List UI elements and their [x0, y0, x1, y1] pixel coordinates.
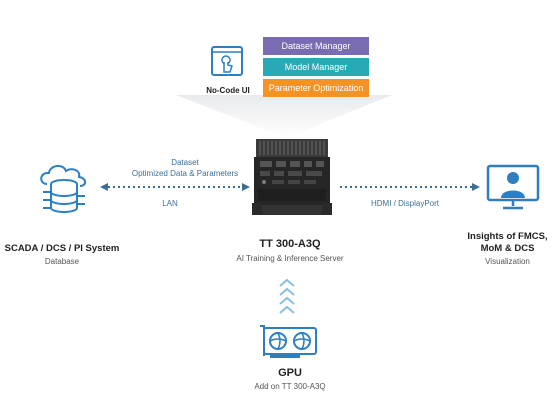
database-cloud-icon [35, 162, 91, 216]
server-device-image [252, 137, 332, 221]
gpu-subtitle: Add on TT 300-A3Q [254, 382, 326, 391]
gpu-title: GPU [278, 367, 302, 379]
target-title-line1: Insights of FMCS, [467, 231, 548, 242]
server-title: TT 300-A3Q [259, 238, 321, 250]
left-link-label-top1: Dataset [171, 158, 199, 167]
model-manager-box: Model Manager [263, 58, 369, 76]
touch-screen-icon [210, 45, 244, 79]
left-link-label-top2: Optimized Data & Parameters [131, 169, 239, 178]
right-link-label: HDMI / DisplayPort [370, 199, 439, 208]
monitor-user-icon [486, 164, 540, 212]
source-title: SCADA / DCS / PI System [4, 243, 120, 254]
source-subtitle: Database [44, 257, 80, 266]
dataset-manager-box: Dataset Manager [263, 37, 369, 55]
gpu-card-icon [258, 322, 320, 362]
parameter-optimization-box: Parameter Optimization [263, 79, 369, 97]
chevron-up-icons [279, 278, 295, 314]
left-link-label-bottom: LAN [162, 199, 178, 208]
server-subtitle: AI Training & Inference Server [236, 254, 344, 263]
target-title-line2: MoM & DCS [480, 243, 535, 254]
nocode-label: No-Code UI [206, 86, 250, 95]
bidirectional-arrow [100, 183, 250, 191]
right-arrow [340, 183, 480, 191]
target-subtitle: Visualization [485, 257, 530, 266]
